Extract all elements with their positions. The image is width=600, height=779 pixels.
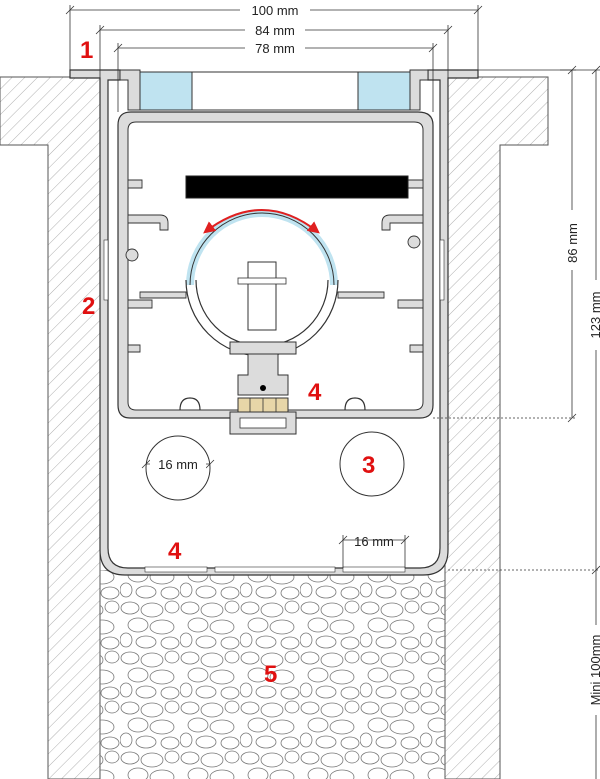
drain-gaps [144,566,406,573]
dim-gravel-depth: Mini 100mm [588,635,600,706]
cable-hole-right [339,431,405,497]
callout-5: 5 [264,661,277,688]
rotating-lamp [139,209,385,435]
dim-hole-diameter: 16 mm [158,457,198,472]
optic-plate [185,175,409,199]
dim-width-inner: 78 mm [255,41,295,56]
callout-1: 1 [80,37,93,64]
dim-height-profile: 86 mm [565,223,580,263]
callout-4-upper: 4 [308,379,322,406]
top-rim [119,69,429,111]
callout-3: 3 [362,452,375,479]
dim-height-total: 123 mm [588,292,600,339]
callout-4-lower: 4 [168,538,182,565]
gap-dimension-marker [338,535,410,568]
dim-width-outer: 100 mm [252,3,299,18]
gravel-bed [100,570,445,779]
dim-width-mid: 84 mm [255,23,295,38]
glass-cover [139,71,411,111]
concrete-wall-right [444,76,549,779]
rotation-arrow [203,209,320,234]
dim-drain-gap: 16 mm [354,534,394,549]
concrete-wall-left [0,76,101,779]
callout-2: 2 [82,293,95,320]
